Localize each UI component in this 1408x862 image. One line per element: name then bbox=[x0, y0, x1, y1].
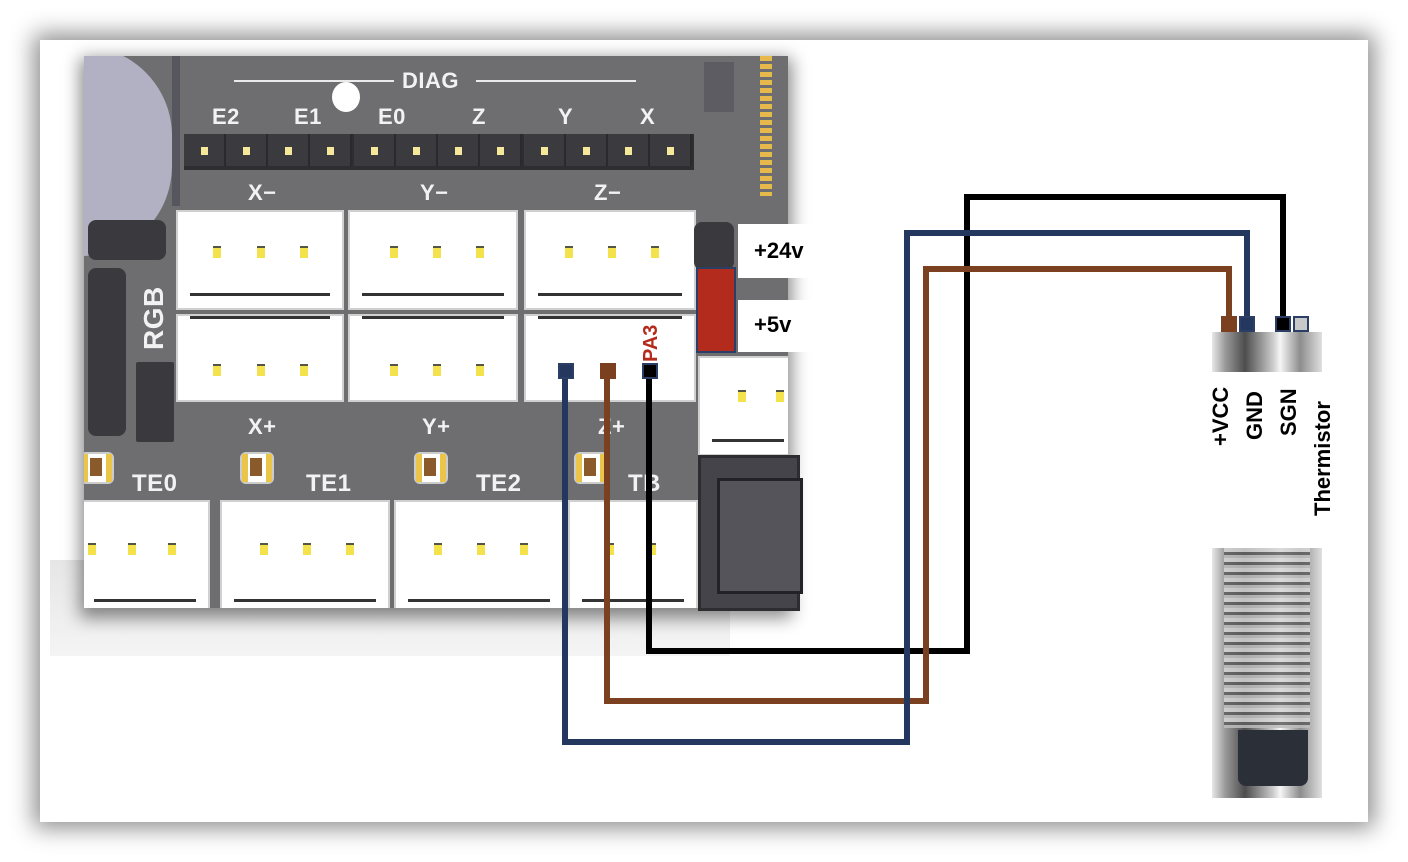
thermistor-label-te2: TE2 bbox=[476, 470, 522, 497]
diag-pin-label: E2 bbox=[212, 104, 240, 129]
label-box-5v bbox=[738, 300, 830, 352]
diag-pin-label: E1 bbox=[294, 104, 322, 129]
mcu-pads bbox=[760, 56, 772, 196]
diag-header bbox=[184, 134, 694, 170]
sensor-terminal-sgn bbox=[1275, 316, 1291, 332]
thermistor-label-tb: TB bbox=[628, 470, 661, 497]
diag-pin-label: Z bbox=[472, 104, 486, 129]
endstop-label-x-plus: X+ bbox=[248, 414, 277, 439]
connector-side bbox=[698, 356, 788, 456]
sensor-thread bbox=[1224, 548, 1310, 728]
endstop-label-y-plus: Y+ bbox=[422, 414, 451, 439]
signal-wire bbox=[646, 194, 1286, 654]
connector-z-minus bbox=[524, 210, 696, 310]
diag-pin-label: Y bbox=[558, 104, 574, 129]
mounting-hole bbox=[332, 82, 360, 112]
jumper-pin-24v bbox=[694, 222, 734, 270]
connector-pin bbox=[300, 248, 308, 258]
connector-pin bbox=[88, 545, 96, 555]
connector-pin bbox=[257, 366, 265, 376]
connector-pin bbox=[390, 248, 398, 258]
connector-pin bbox=[390, 366, 398, 376]
thermistor-label-te0: TE0 bbox=[132, 470, 178, 497]
connector-pin bbox=[477, 545, 485, 555]
connector-pin bbox=[565, 248, 573, 258]
connector-y-minus bbox=[348, 210, 518, 310]
label-box-24v bbox=[738, 224, 830, 278]
endstop-label-x-minus: X− bbox=[248, 180, 277, 205]
diag-pin-label: E0 bbox=[378, 104, 406, 129]
label-24v: +24v bbox=[754, 238, 804, 263]
connector-pin bbox=[303, 545, 311, 555]
thermistor-cap bbox=[84, 452, 114, 484]
connector-pin bbox=[434, 545, 442, 555]
connector-x-plus bbox=[176, 314, 344, 402]
sensor-terminal-gnd bbox=[1239, 316, 1255, 332]
connector-pin bbox=[476, 366, 484, 376]
diag-bracket-left bbox=[234, 80, 394, 82]
connector-tb bbox=[568, 500, 698, 608]
board-terminal-signal bbox=[642, 363, 658, 379]
pa3-label: PA3 bbox=[640, 324, 662, 362]
connector-pin bbox=[433, 248, 441, 258]
connector-x-minus bbox=[176, 210, 344, 310]
endstop-label-z-plus: Z+ bbox=[598, 414, 626, 439]
connector-pin bbox=[776, 392, 784, 402]
rgb-header bbox=[136, 362, 174, 442]
connector-pin bbox=[433, 366, 441, 376]
connector-pin bbox=[128, 545, 136, 555]
connector-pin bbox=[260, 545, 268, 555]
board-terminal-gnd bbox=[558, 363, 574, 379]
thermistor-cap bbox=[414, 452, 448, 484]
sensor-terminal-vcc bbox=[1221, 316, 1237, 332]
sensor-terminal-thermistor bbox=[1293, 316, 1309, 332]
header-4pin bbox=[88, 268, 126, 436]
connector-pin bbox=[213, 366, 221, 376]
connector-pin bbox=[520, 545, 528, 555]
gnd-wire bbox=[562, 230, 1250, 745]
label-5v: +5v bbox=[754, 312, 792, 337]
vcc-wire bbox=[604, 266, 1232, 704]
board-edge bbox=[172, 56, 180, 206]
diag-pin-label: X bbox=[640, 104, 656, 129]
connector-pin bbox=[300, 366, 308, 376]
connector-pin bbox=[168, 545, 176, 555]
sensor-tip bbox=[1238, 730, 1308, 786]
chip bbox=[704, 62, 734, 112]
endstop-label-z-minus: Z− bbox=[594, 180, 622, 205]
board-terminal-vcc bbox=[600, 363, 616, 379]
power-connector bbox=[698, 455, 803, 611]
thermistor-label-te1: TE1 bbox=[306, 470, 352, 497]
connector-pin bbox=[213, 248, 221, 258]
connector-pin bbox=[346, 545, 354, 555]
connector-pin bbox=[476, 248, 484, 258]
connector-pin bbox=[608, 248, 616, 258]
sensor-pin-labels bbox=[1196, 372, 1344, 548]
header-2pin bbox=[88, 220, 166, 260]
connector-y-plus bbox=[348, 314, 518, 402]
endstop-label-y-minus: Y− bbox=[420, 180, 449, 205]
thermistor-cap bbox=[240, 452, 274, 484]
connector-pin bbox=[651, 248, 659, 258]
connector-te0 bbox=[84, 500, 210, 608]
diag-bracket-right bbox=[476, 80, 636, 82]
thermistor-cap bbox=[574, 452, 608, 484]
connector-pin bbox=[257, 248, 265, 258]
diag-label: DIAG bbox=[402, 68, 459, 93]
power-select-jumper bbox=[696, 267, 736, 353]
connector-pin bbox=[738, 392, 746, 402]
